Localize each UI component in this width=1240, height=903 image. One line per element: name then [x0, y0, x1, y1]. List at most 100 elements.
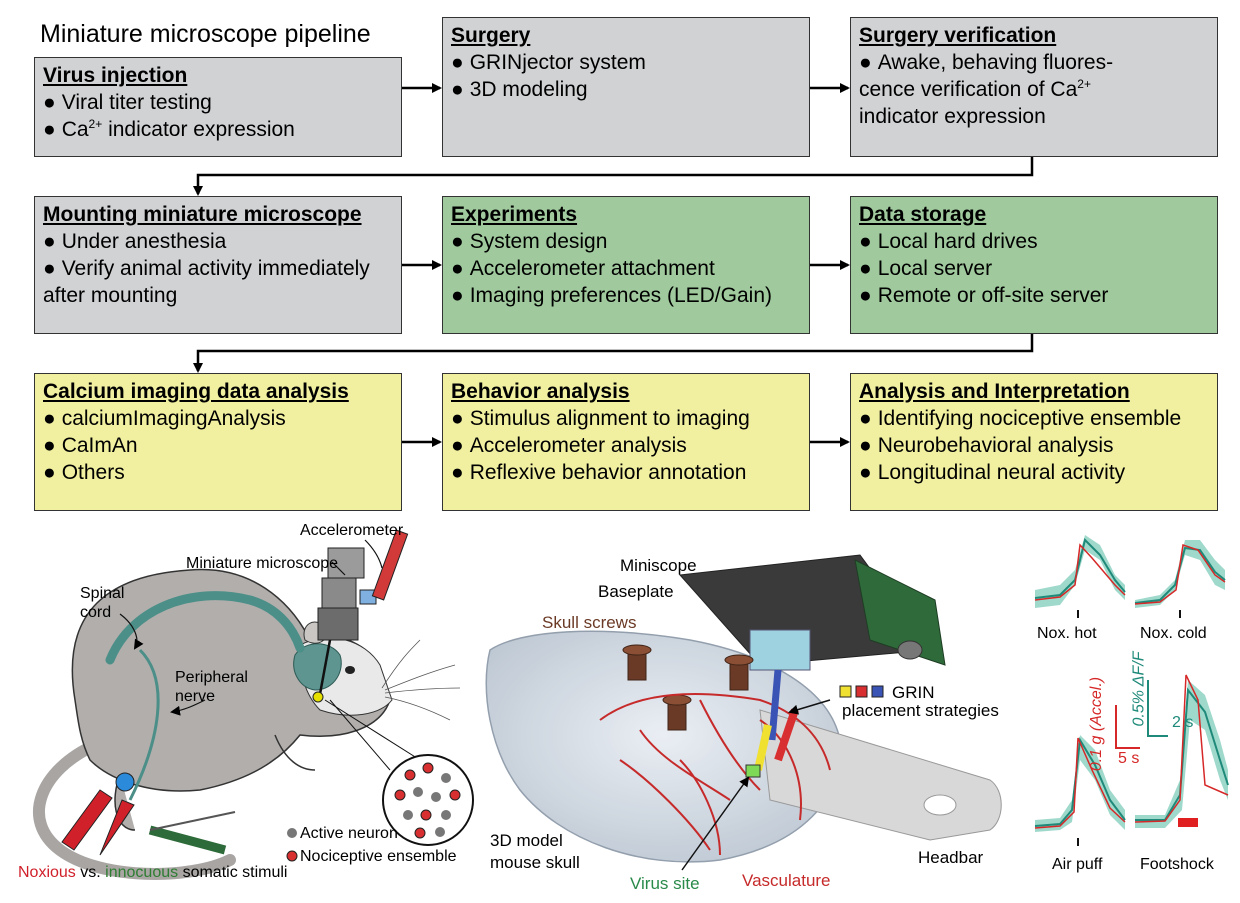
arrow-storage-to-calcium	[193, 334, 1034, 373]
interpretation-heading: Analysis and Interpretation	[859, 380, 1130, 403]
flow-connectors	[193, 83, 1034, 447]
stimuli-caption: Noxious vs. innocuous somatic stimuli	[18, 864, 288, 881]
trace-accel-air-puff	[1034, 737, 1126, 829]
diagram-title: Miniature microscope pipeline	[40, 20, 371, 48]
skull-illustration	[485, 554, 1002, 871]
accelerometer-device	[371, 529, 409, 601]
accel-scale-label: 0.1 g (Accel.)	[1088, 676, 1106, 772]
noxious-stimulus-probe-2	[99, 799, 135, 856]
trace-accel-nox-cold	[1134, 544, 1226, 605]
df-scale-label: 0.5% ΔF/F	[1130, 651, 1148, 727]
list-item: ●Verify animal activity immediately	[43, 257, 370, 280]
callout-line	[329, 699, 391, 771]
miniscope-screw	[897, 640, 923, 660]
list-item: ●CaImAn	[43, 434, 138, 457]
list-item: ●Others	[43, 461, 125, 484]
miniature-microscope-label: Miniature microscope	[186, 555, 339, 572]
mounting-heading: Mounting miniature microscope	[43, 203, 362, 226]
grin-lens-blue	[768, 669, 782, 741]
mouse-whiskers	[381, 639, 461, 721]
active-neuron-label: Active neuron	[300, 825, 398, 842]
calcium-analysis-box: Calcium imaging data analysis ●calciumIm…	[34, 373, 402, 511]
trace-band-air-puff	[1035, 735, 1125, 832]
miniscope-circuit-board	[854, 559, 946, 666]
stimulus-drop	[115, 772, 135, 792]
noxious-stimulus-probe-1	[61, 789, 113, 851]
behavior-analysis-heading: Behavior analysis	[451, 380, 630, 403]
virus-site-label: Virus site	[630, 874, 700, 893]
list-item: ●Imaging preferences (LED/Gain)	[451, 284, 772, 307]
vasculature	[599, 693, 831, 856]
list-item: ●GRINjector system	[451, 51, 646, 74]
list-item: ●Ca2+ indicator expression	[43, 117, 295, 141]
skull-screws	[622, 644, 754, 731]
active-neuron-legend-dot	[287, 828, 297, 838]
trace-label-nox-hot: Nox. hot	[1037, 625, 1097, 642]
time-scale-2s: 2 s	[1172, 714, 1194, 731]
mounting-box: Mounting miniature microscope ●Under ane…	[34, 196, 402, 334]
skull-model	[485, 630, 842, 863]
miniscope-label: Miniscope	[620, 556, 697, 575]
nociceptive-legend-dot	[286, 850, 298, 862]
mouse-illustration	[33, 529, 474, 880]
mouse-eye	[345, 666, 355, 674]
data-storage-box: Data storage ●Local hard drives ●Local s…	[850, 196, 1218, 334]
microscope-head	[327, 547, 365, 579]
miniature-microscope	[312, 547, 377, 703]
microscope-base	[317, 607, 359, 641]
list-item: ●Accelerometer analysis	[451, 434, 687, 457]
virus-injection-heading: Virus injection	[43, 64, 188, 87]
trace-band-footshock	[1135, 680, 1228, 828]
trace-band-nox-cold	[1135, 540, 1225, 608]
data-storage-heading: Data storage	[859, 203, 987, 226]
df-scale-bar	[1147, 680, 1168, 737]
grin-lens-yellow	[754, 724, 772, 771]
grin-label: GRIN	[892, 683, 935, 702]
grin-placement-label: placement strategies	[842, 701, 999, 720]
list-item: ●Local hard drives	[859, 230, 1038, 253]
list-item: ●Neurobehavioral analysis	[859, 434, 1114, 457]
interpretation-box: Analysis and Interpretation ●Identifying…	[850, 373, 1218, 511]
grin-legend-yellow	[839, 685, 852, 698]
microscope-body	[321, 577, 357, 609]
experiments-box: Experiments ●System design ●Acceleromete…	[442, 196, 810, 334]
time-scale-5s: 5 s	[1118, 750, 1140, 767]
imaging-site	[312, 691, 324, 703]
nociceptive-ensemble-label: Nociceptive ensemble	[300, 848, 457, 865]
surgery-verification-heading: Surgery verification	[859, 24, 1057, 47]
trace-label-footshock: Footshock	[1140, 856, 1214, 873]
footshock-stim-bar	[1178, 818, 1198, 827]
neuron-dots	[394, 762, 461, 839]
accel-scale-bar	[1115, 705, 1140, 749]
trace-calcium-nox-cold	[1134, 546, 1226, 604]
list-item: ●Identifying nociceptive ensemble	[859, 407, 1182, 430]
innocuous-stimulus-probe	[148, 825, 227, 855]
virus-injection-box: Virus injection ●Viral titer testing ●Ca…	[34, 57, 402, 157]
baseplate	[749, 629, 811, 671]
surgery-heading: Surgery	[451, 24, 531, 47]
list-item: ●Viral titer testing	[43, 91, 212, 114]
list-item: ●Stimulus alignment to imaging	[451, 407, 750, 430]
grin-lens-red	[774, 708, 799, 762]
experiments-heading: Experiments	[451, 203, 578, 226]
baseplate-label: Baseplate	[598, 582, 674, 601]
behavior-analysis-box: Behavior analysis ●Stimulus alignment to…	[442, 373, 810, 511]
list-item: ●Accelerometer attachment	[451, 257, 715, 280]
grin-lens	[318, 639, 332, 695]
list-item: ●Reflexive behavior annotation	[451, 461, 747, 484]
grin-legend-blue	[871, 685, 884, 698]
list-item: ●calciumImagingAnalysis	[43, 407, 286, 430]
skull-screws-label: Skull screws	[542, 613, 637, 632]
headbar-label: Headbar	[918, 848, 984, 867]
list-item: ●Awake, behaving fluores-	[859, 51, 1114, 74]
accelerometer-label: Accelerometer	[300, 522, 404, 539]
trace-accel-nox-hot	[1034, 543, 1126, 601]
trace-calcium-nox-hot	[1034, 538, 1126, 599]
list-item: ●Under anesthesia	[43, 230, 227, 253]
filament	[149, 811, 236, 831]
traces-panel	[1034, 535, 1229, 846]
